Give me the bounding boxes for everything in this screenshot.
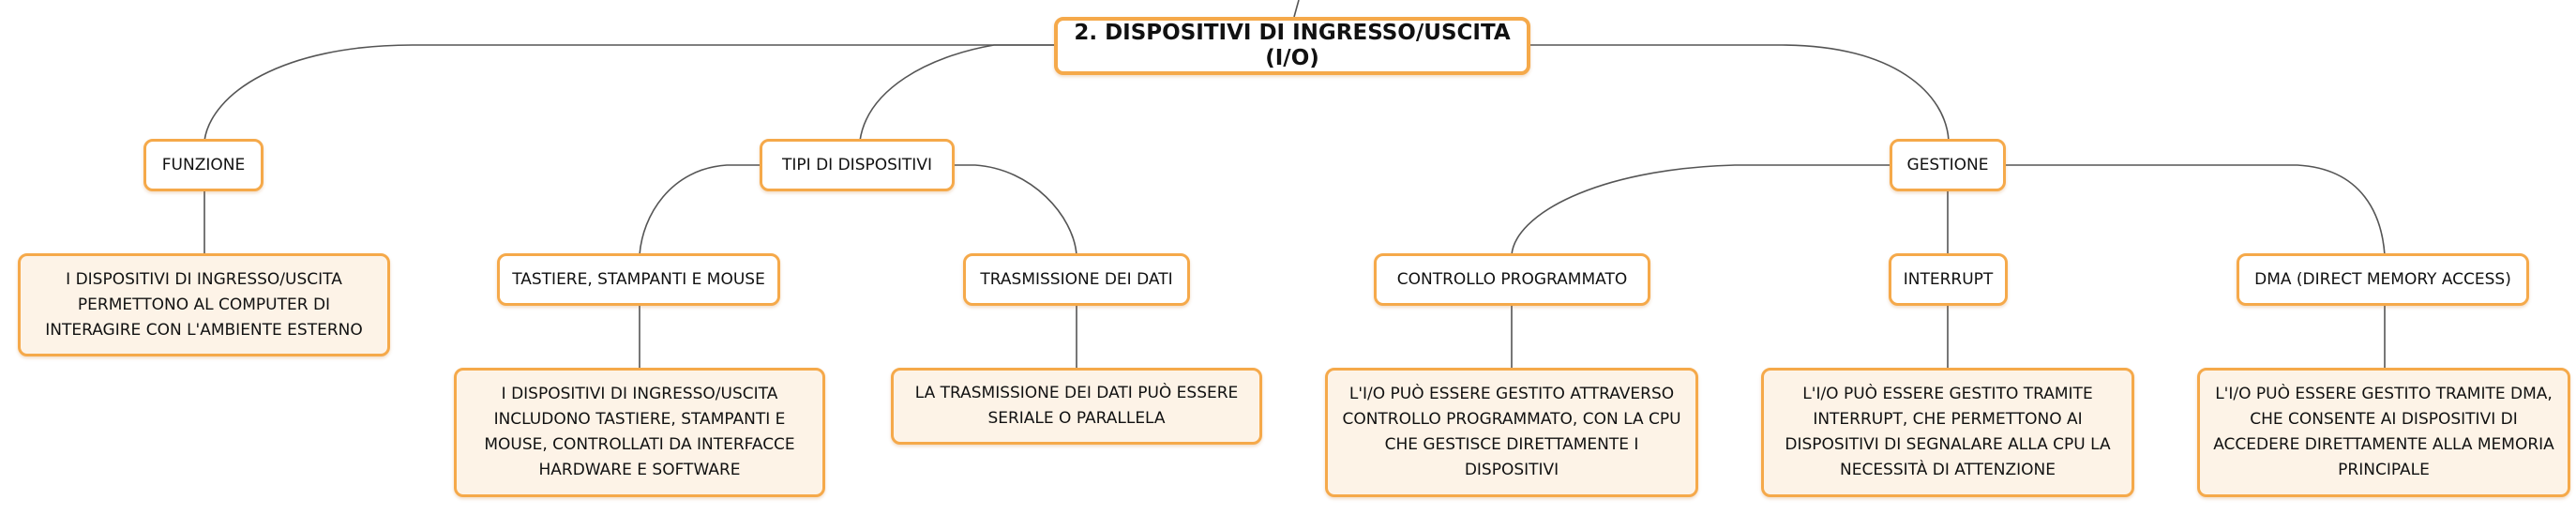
note-tastiere[interactable]: I DISPOSITIVI DI INGRESSO/USCITA INCLUDO… [454,368,825,497]
parent-connector [1293,0,1300,18]
note-controllo[interactable]: L'I/O PUÒ ESSERE GESTITO ATTRAVERSO CONT… [1325,368,1698,497]
topic-trasmissione-dei-dati[interactable]: TRASMISSIONE DEI DATI [963,253,1190,306]
root-topic[interactable]: 2. DISPOSITIVI DI INGRESSO/USCITA (I/O) [1054,17,1530,75]
note-interrupt[interactable]: L'I/O PUÒ ESSERE GESTITO TRAMITE INTERRU… [1761,368,2134,497]
link-tipi-trasmissione [952,164,1077,256]
link-gestione-controllo [1511,164,1891,256]
note-dma[interactable]: L'I/O PUÒ ESSERE GESTITO TRAMITE DMA, CH… [2197,368,2570,497]
topic-dma[interactable]: DMA (DIRECT MEMORY ACCESS) [2237,253,2529,306]
note-trasmissione[interactable]: LA TRASMISSIONE DEI DATI PUÒ ESSERE SERI… [891,368,1262,445]
link-root-gestione [1529,44,1950,142]
topic-tipi-di-dispositivi[interactable]: TIPI DI DISPOSITIVI [760,139,955,191]
topic-controllo-programmato[interactable]: CONTROLLO PROGRAMMATO [1374,253,1650,306]
link-tipi-tastiere [639,164,760,256]
link-root-tipi [859,44,1054,142]
topic-tastiere-stampanti-mouse[interactable]: TASTIERE, STAMPANTI E MOUSE [497,253,780,306]
topic-gestione[interactable]: GESTIONE [1890,139,2006,191]
topic-funzione[interactable]: FUNZIONE [143,139,264,191]
link-root-funzione [203,44,1054,142]
topic-interrupt[interactable]: INTERRUPT [1889,253,2008,306]
note-funzione[interactable]: I DISPOSITIVI DI INGRESSO/USCITA PERMETT… [18,253,390,356]
link-gestione-dma [2005,164,2386,256]
